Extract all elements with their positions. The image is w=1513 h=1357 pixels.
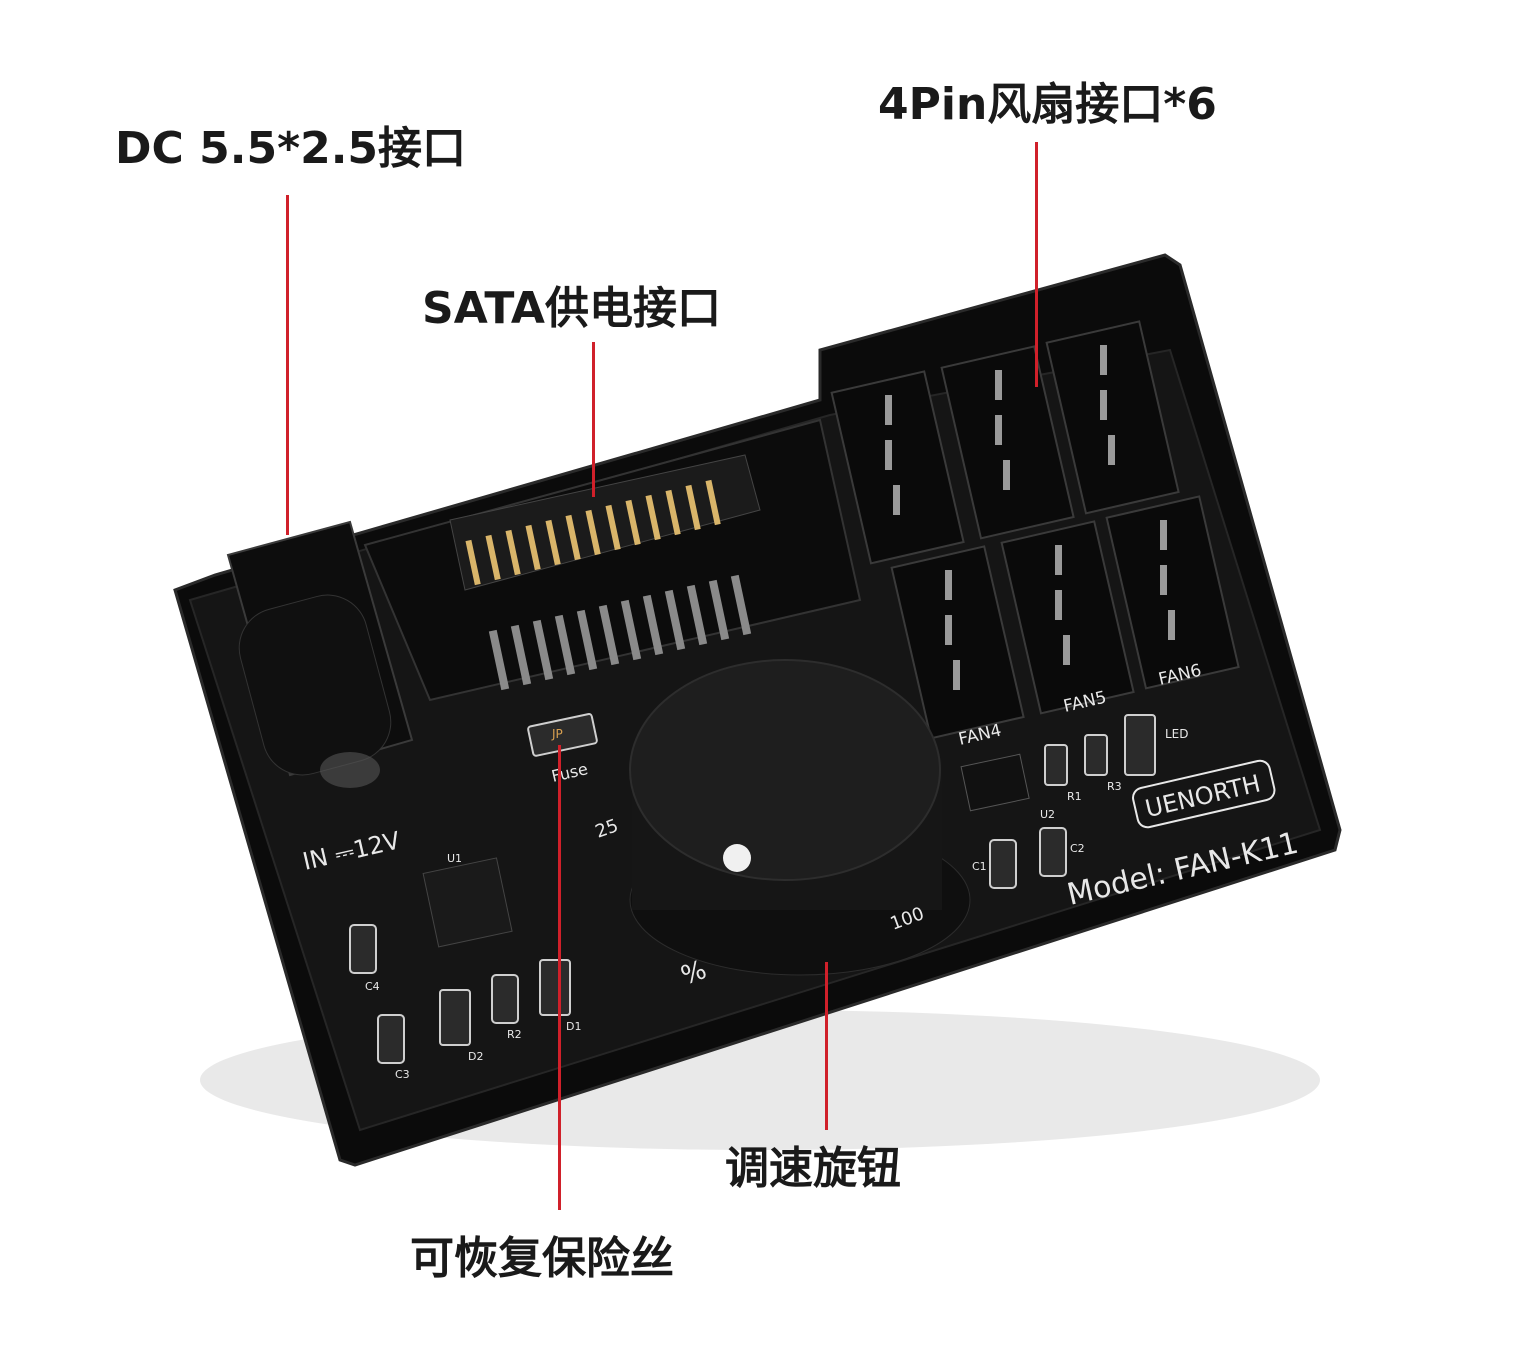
dc-jack — [226, 520, 414, 788]
fan-header-3 — [1045, 320, 1180, 515]
component-c2: C2 — [1070, 842, 1085, 855]
fan-header-pins — [885, 345, 1175, 690]
leader-knob — [825, 962, 828, 1130]
leader-fuse — [558, 745, 561, 1210]
ic-u1 — [422, 857, 513, 948]
component-c3: C3 — [395, 1068, 410, 1081]
leader-dc-jack — [286, 195, 289, 535]
leader-sata — [592, 342, 595, 497]
callout-dc-jack: DC 5.5*2.5接口 — [115, 123, 467, 174]
component-r2: R2 — [507, 1028, 522, 1041]
led-label: LED — [1165, 727, 1189, 741]
fan-header-6 — [1105, 495, 1240, 690]
leader-fan-headers — [1035, 142, 1038, 387]
knob-indicator-dot — [723, 844, 751, 872]
fan-header-1 — [830, 370, 965, 565]
smd-components — [349, 713, 1156, 1064]
speed-knob — [629, 659, 971, 976]
fan-header-2 — [940, 345, 1075, 540]
callout-resettable-fuse: 可恢复保险丝 — [410, 1233, 674, 1284]
fan-headers — [830, 320, 1240, 740]
component-c1: C1 — [972, 860, 987, 873]
sata-solder-pins — [488, 574, 752, 691]
component-u1: U1 — [447, 852, 462, 865]
regulator-u2 — [960, 753, 1030, 812]
jumper-label: JP — [551, 727, 563, 741]
callout-sata-power: SATA供电接口 — [422, 283, 721, 334]
fan-header-5 — [1000, 520, 1135, 715]
component-u2: U2 — [1040, 808, 1055, 821]
sata-connector — [363, 418, 862, 702]
fan-header-4 — [890, 545, 1025, 740]
sata-pins — [465, 479, 721, 586]
callout-fan-headers: 4Pin风扇接口*6 — [878, 79, 1217, 130]
component-d1: D1 — [566, 1020, 581, 1033]
component-r3: R3 — [1107, 780, 1122, 793]
component-d2: D2 — [468, 1050, 483, 1063]
component-c4: C4 — [365, 980, 380, 993]
callout-speed-knob: 调速旋钮 — [725, 1143, 901, 1194]
component-r1: R1 — [1067, 790, 1082, 803]
